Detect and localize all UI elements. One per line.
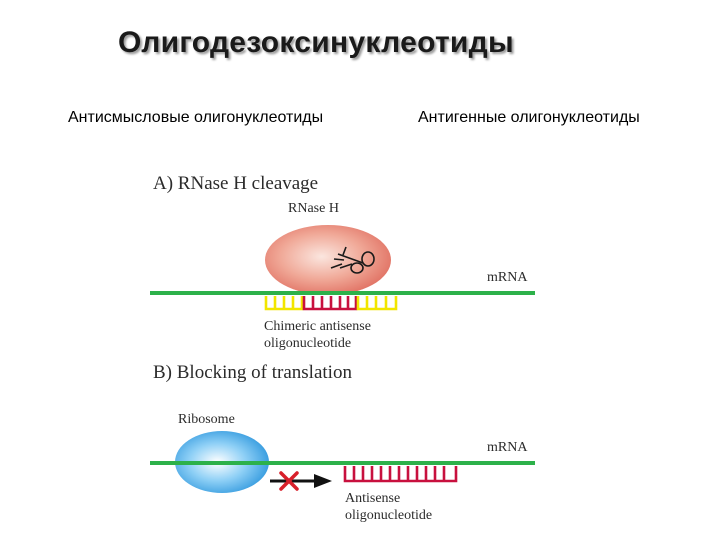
antisense-oligo [343, 466, 458, 483]
panel-b-heading: B) Blocking of translation [153, 362, 352, 383]
ribosome-label: Ribosome [178, 412, 235, 427]
chimeric-oligo-label-line1: Chimeric antisense [264, 319, 371, 334]
subheading-antisense: Антисмысловые олигонуклеотиды [68, 109, 324, 126]
rnase-h-label: RNase H [288, 201, 339, 216]
page-title: Олигодезоксинуклеотиды [118, 26, 514, 59]
blocked-x-icon [279, 471, 299, 491]
rnase-h-enzyme [265, 225, 391, 295]
antisense-oligo-label-line2: oligonucleotide [345, 508, 432, 523]
chimeric-oligo-label-line2: oligonucleotide [264, 336, 351, 351]
mrna-label-a: mRNA [487, 270, 528, 285]
arrow-right-icon [270, 474, 332, 488]
chimeric-oligo [264, 296, 398, 311]
antisense-oligo-label-line1: Antisense [345, 491, 400, 506]
scissors-icon [330, 246, 375, 274]
panel-a-heading: A) RNase H cleavage [153, 173, 318, 194]
mrna-label-b: mRNA [487, 440, 528, 455]
subheading-antigene: Антигенные олигонуклеотиды [418, 109, 640, 126]
